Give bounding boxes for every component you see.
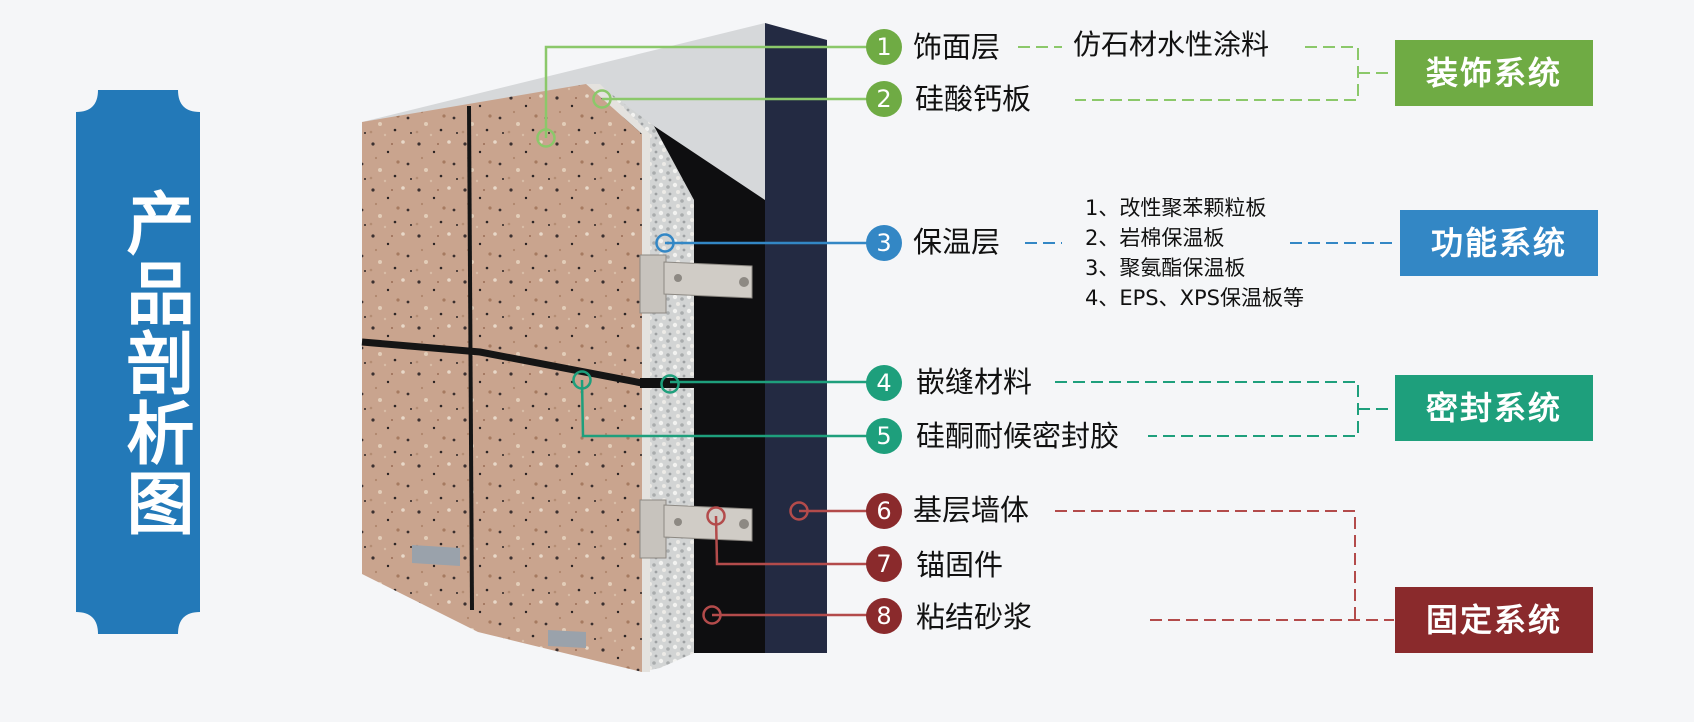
layer-label-silicone-sealant: 硅酮耐候密封胶: [916, 419, 1120, 453]
seal-system-box: 密封系统: [1395, 375, 1593, 441]
insulation-option: 2、岩棉保温板: [1085, 226, 1225, 250]
layer-1-number-badge: 1: [866, 29, 902, 65]
layer-label-bonding-mortar: 粘结砂浆: [916, 600, 1033, 634]
insulation-option: 4、EPS、XPS保温板等: [1085, 286, 1305, 310]
function-system-box: 功能系统: [1400, 210, 1598, 276]
base-wall: [765, 23, 827, 653]
layer-2-number-badge: 2: [866, 81, 902, 117]
finish-coat-material: 仿石材水性涂料: [1073, 28, 1270, 61]
layer-label-finish-coat: 饰面层: [913, 30, 1001, 64]
wall-top-plane: [362, 23, 765, 200]
layer-4-number-badge: 4: [866, 365, 902, 401]
layer-label-insulation: 保温层: [913, 225, 1001, 259]
layer-label-calcium-silicate-board: 硅酸钙板: [915, 82, 1032, 116]
insulation-option: 1、改性聚苯颗粒板: [1085, 196, 1267, 220]
anchor-bracket-upper: [639, 254, 753, 314]
layer-3-number-badge: 3: [866, 225, 902, 261]
stone-face: [362, 84, 642, 672]
fixing-system-box: 固定系统: [1395, 587, 1593, 653]
layer-5-number-badge: 5: [866, 418, 902, 454]
layer-label-base-wall: 基层墙体: [913, 493, 1030, 527]
decor-system-box: 装饰系统: [1395, 40, 1593, 106]
insulation-option: 3、聚氨酯保温板: [1085, 256, 1246, 280]
layer-7-number-badge: 7: [866, 546, 902, 582]
layer-6-number-badge: 6: [866, 493, 902, 529]
anchor-bracket-lower: [639, 499, 753, 559]
layer-label-joint-filler: 嵌缝材料: [916, 365, 1033, 399]
layer-8-number-badge: 8: [866, 598, 902, 634]
banner-shape: [76, 90, 200, 634]
insulation-options-list: 1、改性聚苯颗粒板 2、岩棉保温板 3、聚氨酯保温板 4、EPS、XPS保温板等: [1085, 193, 1304, 313]
board-edge: [586, 84, 650, 672]
layer-label-anchor: 锚固件: [916, 548, 1004, 582]
page-title: 产品剖析图: [114, 188, 193, 538]
title-banner: 产品剖析图: [76, 90, 200, 634]
